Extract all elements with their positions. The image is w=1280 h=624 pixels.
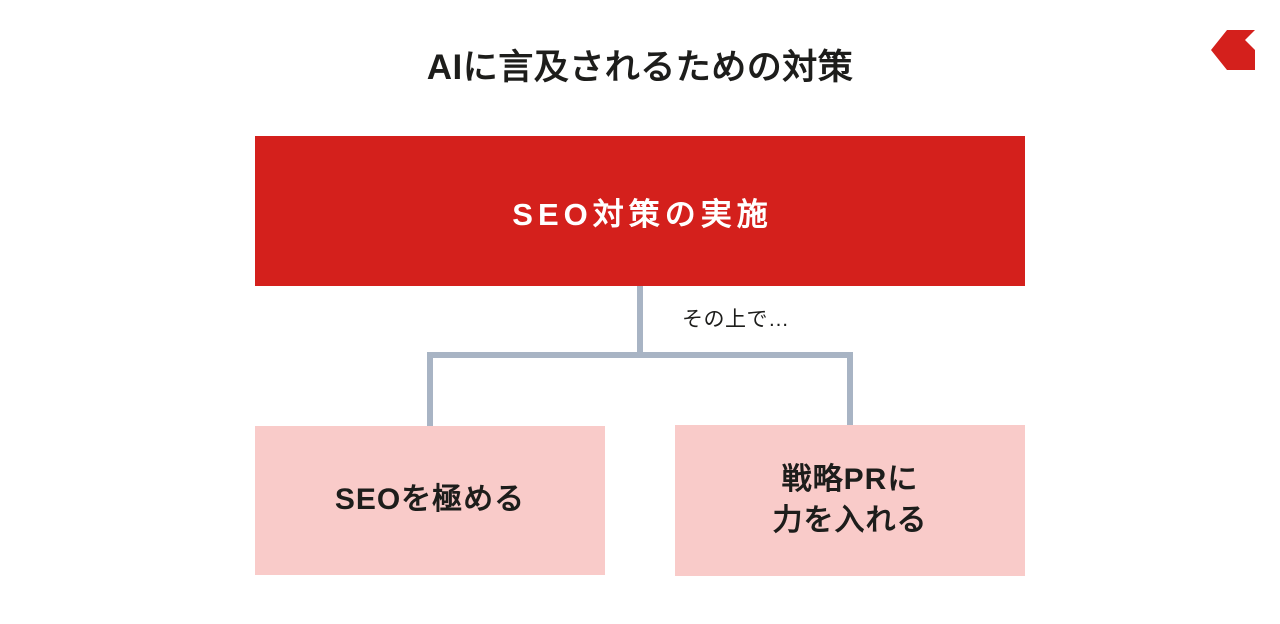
connector-right-drop-line [847, 352, 853, 426]
diagram-node-child-right-text: 戦略PRに 力を入れる [773, 460, 928, 541]
brand-chevron-logo [1211, 30, 1255, 70]
diagram-node-root-label: SEO対策の実施 [512, 196, 773, 232]
connector-horizontal-bar [427, 352, 853, 358]
page-title: AIに言及されるための対策 [426, 48, 854, 87]
connector-left-drop-line [427, 352, 433, 428]
connector-trunk-line [637, 286, 643, 356]
diagram-node-child-left-text: SEOを極める [335, 480, 525, 521]
diagram-node-root: SEO対策の実施 [255, 136, 1025, 286]
diagram-node-child-left-line-1: SEOを極める [334, 483, 526, 517]
diagram-node-child-right-line-2: 力を入れる [772, 503, 928, 537]
diagram-node-child-right-line-1: 戦略PRに [781, 463, 919, 496]
diagram-node-child-right: 戦略PRに 力を入れる [675, 425, 1025, 576]
connector-label: その上で… [682, 308, 790, 331]
diagram-node-child-left: SEOを極める [255, 426, 605, 575]
